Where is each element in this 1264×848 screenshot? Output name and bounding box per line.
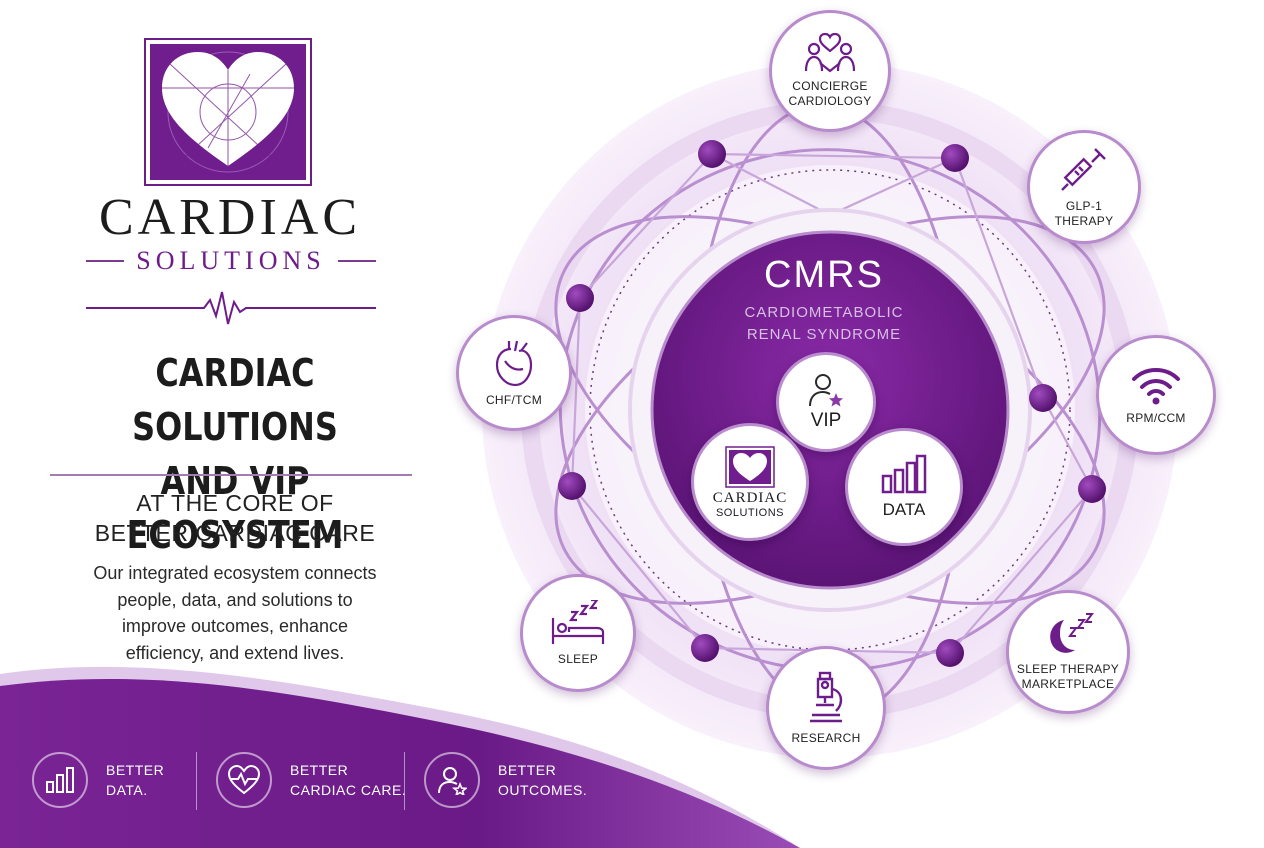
page-title-line: AND VIP ECOSYSTEM [126, 459, 344, 557]
data-label: DATA [882, 500, 926, 519]
core-title: CMRS [764, 254, 884, 296]
node-sleep-therapy-marketplace[interactable]: SLEEP THERAPY MARKETPLACE [1006, 590, 1130, 714]
bottom-item-label: BETTER CARDIAC CARE. [290, 760, 406, 800]
brand-name: CARDIAC [98, 189, 362, 246]
cardiac-node-sub: SOLUTIONS [715, 506, 785, 519]
node-concierge-cardiology[interactable]: CONCIERGE CARDIOLOGY [769, 10, 891, 132]
bottom-item-label: BETTER DATA. [106, 760, 164, 800]
bottom-item-line: OUTCOMES. [498, 782, 588, 798]
bottom-item-line: DATA. [106, 782, 148, 798]
heart-logo-icon [725, 445, 775, 488]
heartbeat-line-icon [86, 291, 376, 325]
description-line: efficiency, and extend lives. [125, 642, 345, 663]
description-line: improve outcomes, enhance [121, 616, 349, 636]
bottom-item-data: BETTER DATA. [32, 748, 164, 812]
brand-sub-row: SOLUTIONS [86, 246, 377, 276]
node-label: SLEEP THERAPY MARKETPLACE [1017, 662, 1119, 692]
node-sleep[interactable]: SLEEP [520, 574, 636, 692]
node-label: RESEARCH [791, 730, 861, 745]
bottom-item-line: BETTER [290, 762, 349, 778]
node-label-line: CONCIERGE [792, 79, 868, 93]
page-title-line: CARDIAC SOLUTIONS [132, 351, 338, 449]
vip-node[interactable]: VIP [776, 352, 876, 452]
vip-label: VIP [810, 410, 842, 431]
divider [196, 752, 197, 810]
node-label-line: SLEEP THERAPY [1016, 662, 1120, 676]
bottom-item-line: BETTER [498, 762, 557, 778]
node-chf-tcm[interactable]: CHF/TCM [456, 315, 572, 431]
cardiac-solutions-node[interactable]: CARDIAC SOLUTIONS [691, 423, 809, 541]
left-panel: CARDIAC SOLUTIONS CARDIAC SOLUTIONS AND … [0, 0, 470, 848]
cardiac-node-name: CARDIAC [712, 489, 788, 506]
bottom-item-care: BETTER CARDIAC CARE. [216, 748, 406, 812]
node-label: SLEEP [557, 651, 599, 666]
heart-logo-icon [162, 51, 294, 173]
sub-headline-line: BETTER CARDIAC CARE [94, 520, 376, 546]
sub-headline-line: AT THE CORE OF [136, 490, 334, 516]
core-subtitle-line: CARDIOMETABOLIC [744, 304, 904, 321]
brand-logo [144, 38, 312, 186]
data-node[interactable]: DATA [845, 428, 963, 546]
bar-chart-icon [32, 752, 88, 808]
bed-zzz-icon [551, 599, 605, 644]
core-subtitle-line: RENAL SYNDROME [746, 326, 902, 343]
node-label-line: THERAPY [1054, 214, 1114, 228]
description: Our integrated ecosystem connects people… [50, 560, 420, 666]
page-title: CARDIAC SOLUTIONS AND VIP ECOSYSTEM [71, 346, 399, 562]
divider [50, 474, 412, 476]
divider [86, 260, 125, 262]
bottom-item-line: CARDIAC CARE. [290, 782, 407, 798]
bottom-item-label: BETTER OUTCOMES. [498, 760, 587, 800]
node-label: GLP-1 THERAPY [1055, 199, 1114, 229]
description-line: Our integrated ecosystem connects [93, 563, 377, 583]
bottom-wave [0, 666, 800, 848]
bar-chart-icon [881, 454, 927, 494]
node-label: CHF/TCM [485, 392, 543, 407]
user-star-icon [424, 752, 480, 808]
node-label-line: CARDIOLOGY [788, 94, 872, 108]
node-rpm-ccm[interactable]: RPM/CCM [1096, 335, 1216, 455]
brand-sub: SOLUTIONS [136, 246, 326, 275]
node-label-line: MARKETPLACE [1021, 677, 1115, 691]
node-label: CONCIERGE CARDIOLOGY [788, 79, 871, 109]
node-research[interactable]: RESEARCH [766, 646, 886, 770]
divider [337, 260, 377, 262]
syringe-icon [1061, 148, 1106, 191]
node-label-line: GLP-1 [1065, 199, 1103, 213]
node-glp1-therapy[interactable]: GLP-1 THERAPY [1027, 130, 1141, 244]
moon-zzz-icon [1050, 613, 1094, 653]
description-line: people, data, and solutions to [117, 589, 353, 610]
bottom-item-line: BETTER [106, 762, 165, 778]
user-star-icon [809, 374, 843, 407]
wifi-signal-icon [1132, 367, 1180, 404]
anatomical-heart-icon [495, 340, 533, 386]
divider [404, 752, 405, 810]
core-subtitle: CARDIOMETABOLIC RENAL SYNDROME [704, 302, 944, 346]
node-label: RPM/CCM [1126, 410, 1186, 425]
people-heart-icon [804, 33, 856, 73]
sub-headline: AT THE CORE OF BETTER CARDIAC CARE [40, 488, 430, 548]
heart-pulse-icon [216, 752, 272, 808]
bottom-item-outcomes: BETTER OUTCOMES. [424, 748, 587, 812]
microscope-icon [810, 671, 843, 722]
